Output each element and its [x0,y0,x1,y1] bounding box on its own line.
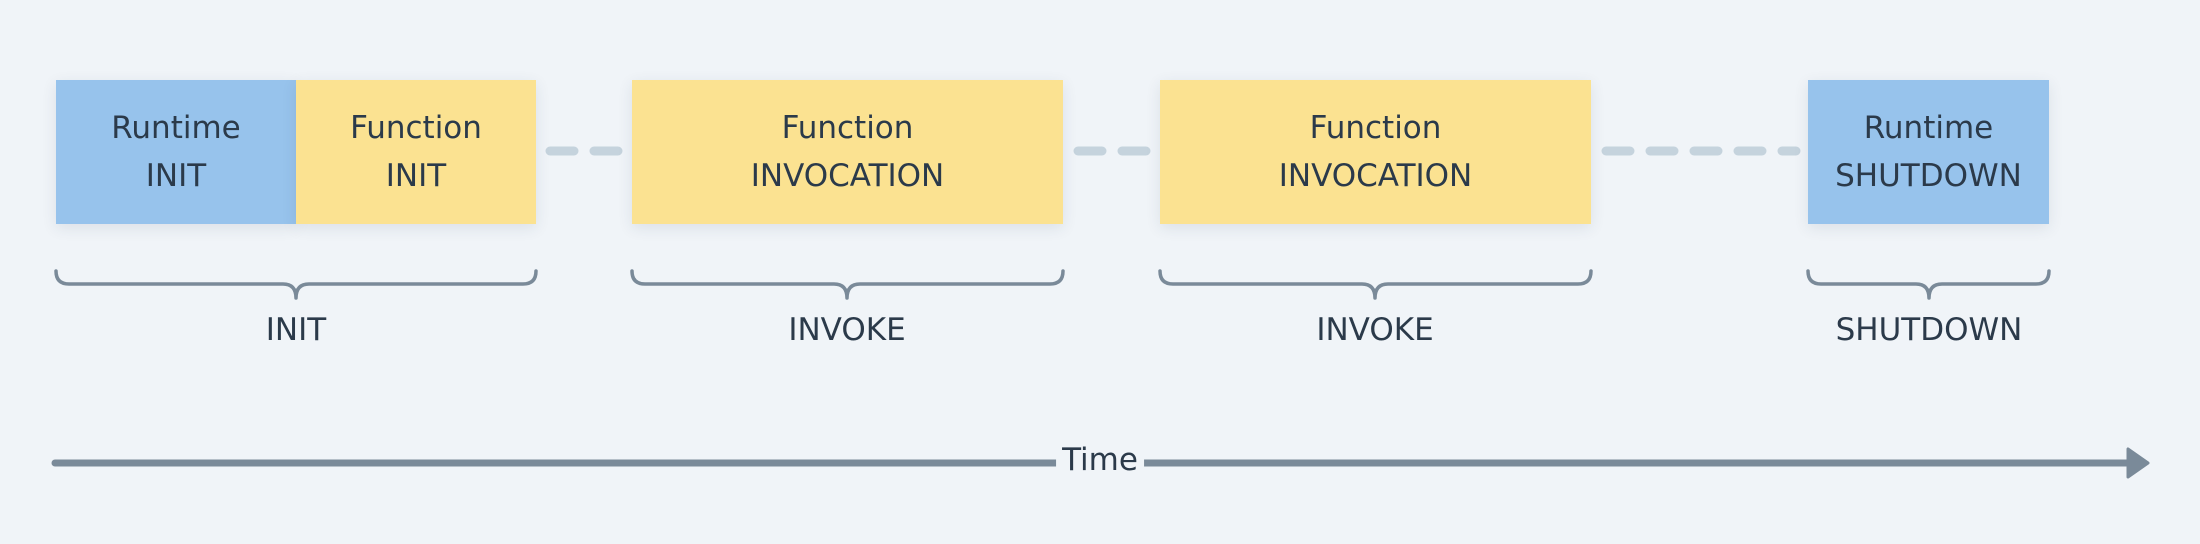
init-bracket [54,269,538,300]
box-subtitle: INIT [145,158,207,194]
time-axis-label: Time [1056,442,1144,478]
box-subtitle: INVOCATION [750,158,945,194]
time-axis-arrowhead [2126,447,2150,479]
invoke-bracket-2 [1158,269,1593,300]
box-title: Runtime [1863,110,1994,146]
box-title: Function [781,110,914,146]
phase-label-invoke: INVOKE [788,312,906,348]
phase-label-shutdown: SHUTDOWN [1835,312,2023,348]
runtime-init-box: Runtime INIT [56,80,296,224]
function-init-box: Function INIT [296,80,536,224]
phase-label-invoke: INVOKE [1316,312,1434,348]
shutdown-bracket [1806,269,2051,300]
box-subtitle: SHUTDOWN [1835,158,2022,194]
function-invocation-box: Function INVOCATION [632,80,1063,224]
runtime-shutdown-box: Runtime SHUTDOWN [1808,80,2049,224]
function-invocation-box: Function INVOCATION [1160,80,1591,224]
box-title: Function [350,110,482,146]
box-subtitle: INVOCATION [1278,158,1473,194]
invoke-bracket-1 [630,269,1065,300]
box-title: Runtime [111,110,241,146]
phase-label-init: INIT [265,312,327,348]
box-subtitle: INIT [385,158,447,194]
box-title: Function [1309,110,1442,146]
